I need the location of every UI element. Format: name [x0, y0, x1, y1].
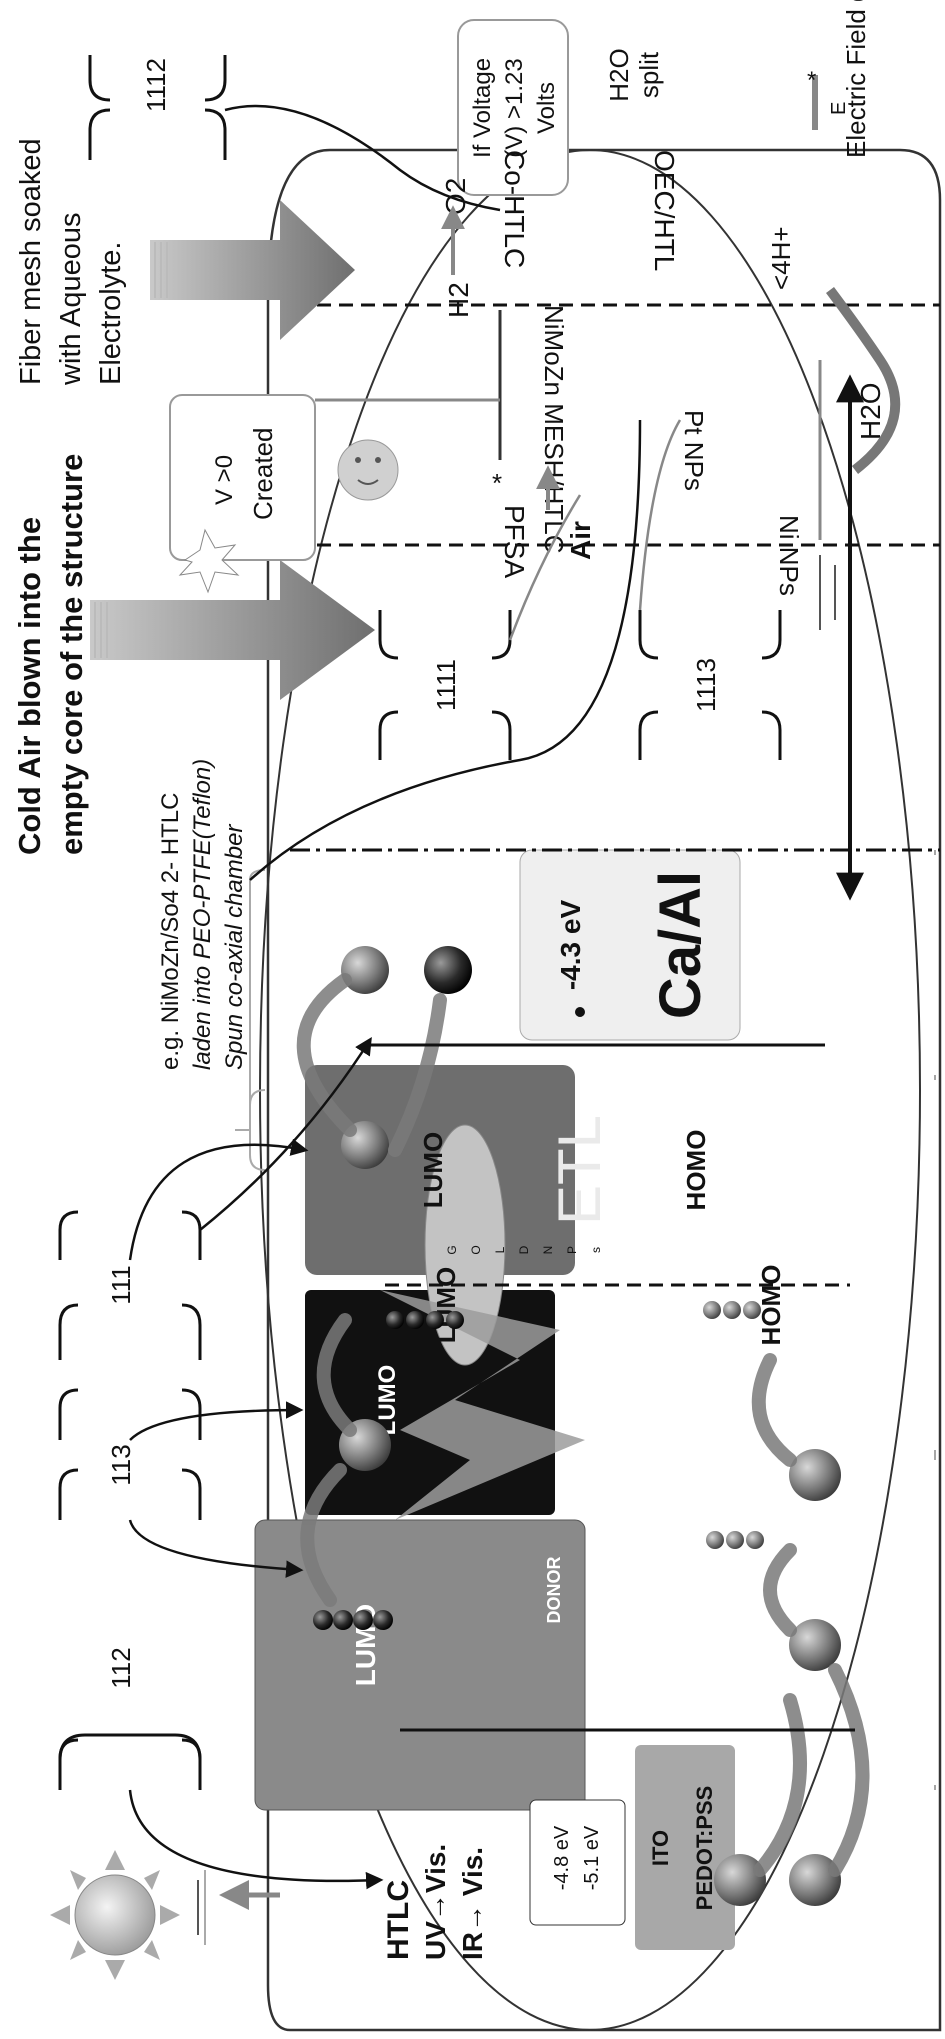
- svg-text:D: D: [517, 1245, 531, 1254]
- h2o-split-1: H2O: [604, 48, 634, 101]
- donor-layer: [254, 1519, 586, 1811]
- ni-nps-label: Ni NPs: [774, 515, 804, 596]
- pfsa-label: PFSA: [499, 505, 530, 578]
- sun-icon: [50, 1850, 180, 1980]
- spark-icon: [178, 528, 240, 594]
- nimozn-label: NiMoZn MESH/HTLC: [539, 305, 569, 553]
- smiley-icon: [337, 439, 399, 501]
- h2o-split-2: split: [634, 51, 664, 98]
- ito-ev-1: -4.8 eV: [551, 1825, 573, 1890]
- bracket-label-1112: 1112: [141, 58, 171, 112]
- bracket-label-1113: 1113: [691, 658, 721, 712]
- example-line-2: laden into PEO-PTFE(Teflon): [189, 759, 216, 1070]
- fiber-mesh-line-1: Fiber mesh soaked: [15, 138, 47, 385]
- pedot-label: PEDOT:PSS: [692, 1786, 717, 1911]
- if-voltage-3: Volts: [533, 82, 560, 134]
- bracket-label-112: 112: [106, 1647, 136, 1688]
- pt-nps-label: Pt NPs: [679, 410, 709, 491]
- electric-field-label: Electric Field direction: [841, 0, 871, 158]
- htlc-line-1: HTLC: [382, 1880, 415, 1960]
- lightning-bolt: [380, 1290, 585, 1520]
- h2o-curve-arrow: [825, 287, 901, 474]
- pfsa-star: *: [492, 468, 502, 498]
- homo-donor: HOMO: [720, 1556, 751, 1643]
- ito-ev-box: [529, 1799, 626, 1926]
- brackets: [58, 55, 782, 1790]
- smiley-mouth-icon: [357, 479, 379, 485]
- h2-label: H2: [443, 282, 474, 318]
- ito-electrode: [635, 1745, 735, 1950]
- transport-arrows: [296, 973, 870, 1877]
- homo-etl: HOMO: [681, 1130, 711, 1211]
- example-line-1: e.g. NiMoZn/So4 2- HTLC: [157, 793, 184, 1070]
- svg-text:O: O: [469, 1245, 483, 1254]
- air-label: Air: [565, 521, 596, 560]
- svg-text:G: G: [445, 1245, 459, 1254]
- etl-label: ETL: [546, 1115, 613, 1225]
- htlc-line-3: IR→ Vis.: [457, 1847, 488, 1960]
- o2-label: O2: [440, 178, 471, 215]
- acceptor-label: ACEPTOR: [639, 1346, 659, 1434]
- small-ball-stacks: [313, 1301, 764, 1630]
- h2o-label: H2O: [855, 382, 886, 440]
- homo-acceptor: HOMO: [714, 1360, 744, 1441]
- fiber-mesh-line-2: with Aqueous: [55, 212, 87, 386]
- bracket-label-113: 113: [106, 1444, 136, 1485]
- htlc-line-2: UV→Vis.: [420, 1844, 451, 1960]
- if-voltage-1: If Voltage: [469, 58, 496, 158]
- homo-interface: HOMO: [756, 1265, 786, 1346]
- ito-ev-2: -5.1 eV: [581, 1825, 603, 1890]
- example-line-3: Spun co-axial chamber: [221, 824, 248, 1070]
- ito-label: ITO: [648, 1830, 673, 1866]
- donor-label: DONOR: [544, 1557, 564, 1624]
- smiley-eye-icon: [355, 457, 361, 463]
- e-label: E: [828, 102, 850, 115]
- charge-balls: [339, 946, 841, 1906]
- bracket-112: [58, 1733, 202, 1761]
- if-voltage-2: (V) >1.23: [501, 58, 528, 157]
- created-box: [169, 394, 316, 561]
- ca-al-label: Ca/Al: [648, 871, 713, 1019]
- e-star: *: [807, 67, 816, 94]
- fiber-mesh-line-3: Electrolyte.: [95, 242, 127, 385]
- lumo-etl: LUMO: [418, 1132, 448, 1209]
- example-brace: [235, 869, 266, 1171]
- bracket-label-1111: 1111: [431, 659, 461, 711]
- svg-text:s: s: [589, 1247, 603, 1253]
- cold-air-line-1: Cold Air blown into the: [12, 517, 47, 855]
- if-voltage-box: [457, 19, 569, 196]
- oec-htl-label: OEC/HTL: [649, 150, 680, 271]
- cold-air-arrow: [90, 560, 375, 700]
- created-label: Created: [248, 428, 278, 521]
- ca-al-bullet: [575, 1007, 585, 1017]
- light-arrow: [197, 1870, 280, 1945]
- cold-air-line-2: empty core of the structure: [54, 454, 89, 855]
- svg-text:L: L: [493, 1246, 507, 1253]
- arrow-stripes: [94, 242, 168, 658]
- bracket-label-111: 111: [106, 1265, 136, 1305]
- ca-al-ev: -4.3 eV: [555, 900, 586, 991]
- co-htlc-label: Co-HTLC: [499, 150, 530, 268]
- v-gt-0-label: V >0: [211, 455, 238, 505]
- four-h-label: <4H+: [766, 226, 796, 290]
- lumo-interface: LUMO: [431, 1267, 461, 1344]
- svg-text:N: N: [541, 1246, 555, 1255]
- fiber-mesh-arrow: [150, 200, 355, 340]
- gold-np-letters: G O L D N P s: [445, 1245, 603, 1254]
- smiley-eye-icon: [375, 457, 381, 463]
- svg-text:P: P: [565, 1246, 579, 1254]
- pointer-lines: [128, 104, 682, 1890]
